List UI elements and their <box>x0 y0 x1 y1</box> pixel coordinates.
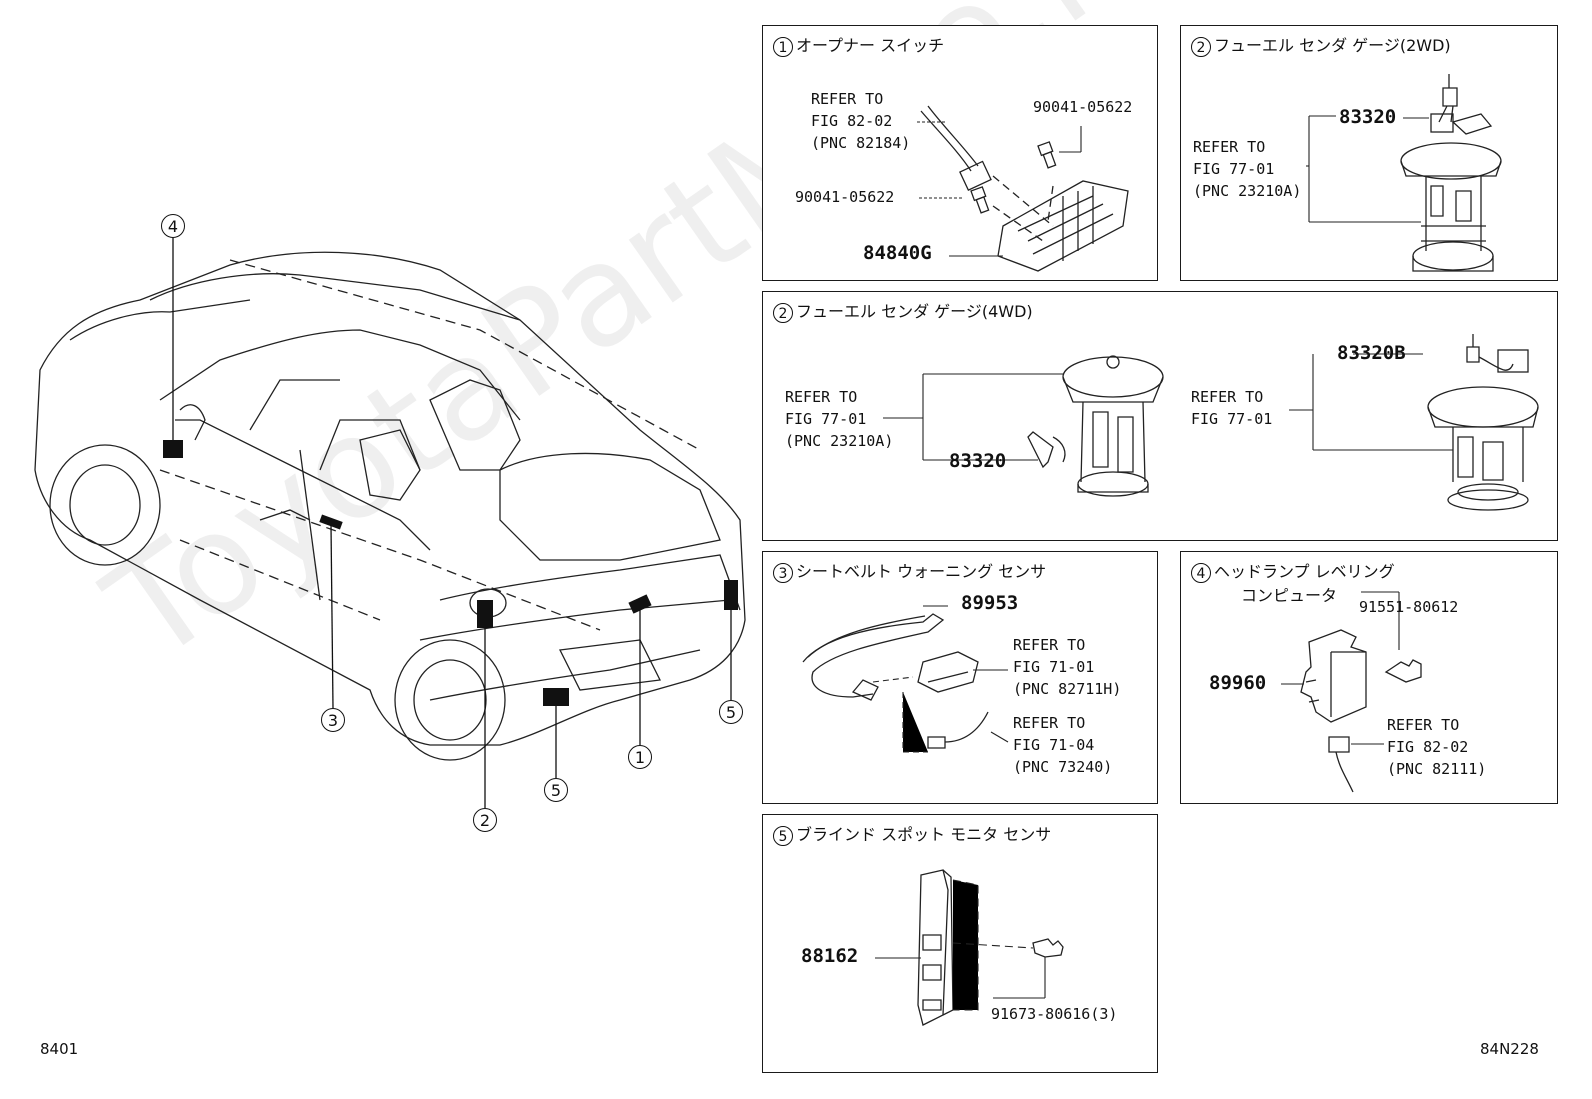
panel-title-text: オープナー スイッチ <box>796 36 945 55</box>
bolt-part-number[interactable]: 90041-05622 <box>795 188 895 206</box>
panel-number: 1 <box>773 36 793 57</box>
car-callout-5-front[interactable]: 5 <box>544 778 568 802</box>
refer-line-1: REFER TO <box>1191 388 1264 406</box>
car-callout-3[interactable]: 3 <box>321 708 345 732</box>
bolt-part-number[interactable]: 91551-80612 <box>1359 598 1459 616</box>
fuel-sender-4wd-drawing <box>883 334 1539 511</box>
car-callout-2[interactable]: 2 <box>473 808 497 832</box>
panel-number: 2 <box>773 302 793 323</box>
bolt-part-number[interactable]: 90041-05622 <box>1033 98 1133 116</box>
refer-line-3: (PNC 82184) <box>811 134 911 152</box>
refer-line-1: REFER TO <box>785 388 858 406</box>
refer-line-1: REFER TO <box>1387 716 1460 734</box>
panel-title-text-line2: コンピュータ <box>1241 586 1338 605</box>
refer-line-1: REFER TO <box>1193 138 1266 156</box>
refer-line-2[interactable]: FIG 82-02 <box>1387 738 1469 756</box>
computer-part-number[interactable]: 89960 <box>1209 672 1267 694</box>
refer-line-2[interactable]: FIG 77-01 <box>1191 410 1273 428</box>
switch-part-number[interactable]: 84840G <box>863 242 932 264</box>
panel-number: 2 <box>1191 36 1211 57</box>
opener-switch-drawing <box>917 105 1129 272</box>
bolt-part-number[interactable]: 91673-80616(3) <box>991 1005 1118 1023</box>
refer-line-1: REFER TO <box>811 90 884 108</box>
refer-line-2[interactable]: FIG 77-01 <box>1193 160 1275 178</box>
bsm-sensor-drawing <box>875 869 1064 1026</box>
leveling-computer-drawing <box>1281 591 1422 793</box>
panel-number: 4 <box>1191 562 1211 583</box>
seatbelt-sensor-drawing <box>802 605 1009 753</box>
refer-line-1: REFER TO <box>1013 636 1086 654</box>
refer-line-2[interactable]: FIG 82-02 <box>811 112 893 130</box>
vehicle-overview-drawing <box>34 238 746 808</box>
sender-gauge-part-number[interactable]: 83320 <box>949 450 1007 472</box>
panel-number: 5 <box>773 825 793 846</box>
refer-line-2[interactable]: FIG 77-01 <box>785 410 867 428</box>
fuel-sender-2wd-drawing <box>1306 74 1502 272</box>
refer-line-3: (PNC 23210A) <box>1193 182 1302 200</box>
panel-title-text: フューエル センダ ゲージ(2WD) <box>1214 36 1451 55</box>
refer-line-3: (PNC 82111) <box>1387 760 1487 778</box>
figure-code-right: 84N228 <box>1480 1040 1539 1058</box>
refer-line-3: (PNC 73240) <box>1013 758 1113 776</box>
refer-line-1: REFER TO <box>1013 714 1086 732</box>
sender-gauge-part-number[interactable]: 83320B <box>1337 342 1406 364</box>
sender-gauge-part-number[interactable]: 83320 <box>1339 106 1397 128</box>
figure-code-left: 8401 <box>40 1040 79 1058</box>
panel-number: 3 <box>773 562 793 583</box>
car-callout-5-rear[interactable]: 5 <box>719 700 743 724</box>
panel-title-text: ヘッドランプ レベリング <box>1214 562 1395 581</box>
refer-line-2[interactable]: FIG 71-04 <box>1013 736 1095 754</box>
refer-line-3: (PNC 23210A) <box>785 432 894 450</box>
refer-line-3: (PNC 82711H) <box>1013 680 1122 698</box>
car-callout-4[interactable]: 4 <box>161 214 185 238</box>
panel-title-text: シートベルト ウォーニング センサ <box>796 562 1047 581</box>
panel-title-text: ブラインド スポット モニタ センサ <box>796 825 1052 844</box>
panel-title-text: フューエル センダ ゲージ(4WD) <box>796 302 1033 321</box>
refer-line-2[interactable]: FIG 71-01 <box>1013 658 1095 676</box>
car-callout-1[interactable]: 1 <box>628 745 652 769</box>
sensor-part-number[interactable]: 89953 <box>961 592 1019 614</box>
bsm-sensor-part-number[interactable]: 88162 <box>801 945 859 967</box>
